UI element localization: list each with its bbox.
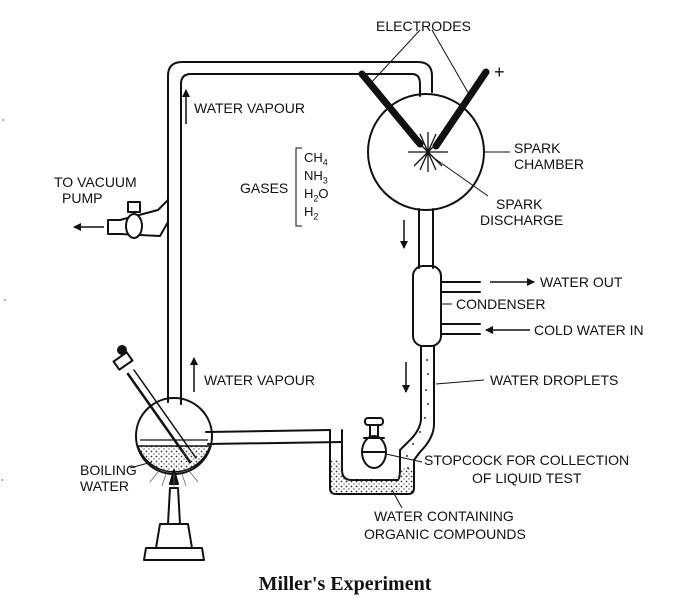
organic-label-line2: ORGANIC COMPOUNDS: [364, 526, 526, 542]
figure-caption: Miller's Experiment: [258, 573, 432, 595]
spark-chamber-label-line1: SPARK: [514, 140, 561, 156]
gas-nh3: NH3: [304, 168, 328, 186]
water-out-tube: [440, 281, 481, 293]
downflow-tube-left: [399, 345, 422, 469]
stopcock-label-line1: STOPCOCK FOR COLLECTION: [424, 452, 630, 468]
downflow-tube-right: [413, 345, 435, 489]
flask-to-trap-bottom: [207, 441, 343, 445]
plus-sign: +: [494, 62, 505, 82]
stopcock-pointer: [385, 453, 423, 463]
spark-discharge-label-line1: SPARK: [496, 196, 543, 212]
spark-burst: [408, 132, 448, 172]
electrodes-label: ELECTRODES: [376, 18, 471, 34]
electrode-left: [358, 70, 424, 148]
u-trap: [329, 429, 415, 495]
condenser-body: [412, 265, 442, 347]
spark-chamber-label-line2: CHAMBER: [514, 156, 585, 172]
gases-bracket: [295, 147, 302, 227]
water-droplets-dots: [406, 359, 429, 469]
water-out-label: WATER OUT: [540, 274, 623, 290]
boiling-pointer: [129, 461, 153, 469]
cold-water-in-tube: [440, 323, 481, 335]
electrode-right: [432, 68, 490, 150]
organic-label-line1: WATER CONTAINING: [374, 508, 514, 524]
gas-ch4: CH4: [304, 150, 328, 168]
burner: [167, 487, 181, 525]
condenser-label: CONDENSER: [456, 296, 546, 312]
water-vapour-bottom-label: WATER VAPOUR: [204, 372, 315, 388]
boiling-water: [136, 445, 212, 473]
flask-neck: [167, 399, 182, 405]
boiling-water-label-line1: BOILING: [80, 462, 137, 478]
trap-water: [331, 460, 413, 493]
electrodes-pointer-right: [431, 29, 471, 97]
stopcock-label-line2: OF LIQUID TEST: [472, 470, 582, 486]
to-vacuum-label-line1: TO VACUUM: [54, 174, 137, 190]
boiling-water-label-line2: WATER: [80, 478, 129, 494]
gas-h2: H2: [304, 204, 319, 222]
loop-tube-outer: [167, 61, 433, 403]
vacuum-stopcock: [125, 213, 143, 239]
water-droplets-label: WATER DROPLETS: [490, 372, 619, 388]
organic-pointer: [391, 489, 403, 509]
spark-discharge-pointer: [433, 157, 489, 197]
cold-water-in-label: COLD WATER IN: [534, 322, 644, 338]
water-vapour-top-label: WATER VAPOUR: [194, 100, 305, 116]
to-vacuum-label-line2: PUMP: [62, 190, 103, 206]
loop-tube-inner: [180, 73, 421, 405]
droplets-pointer: [435, 379, 485, 385]
flask-to-trap-top: [205, 429, 331, 433]
gas-h2o: H2O: [304, 186, 329, 204]
spark-discharge-label-line2: DISCHARGE: [480, 212, 564, 228]
electrodes-pointer-left: [369, 29, 421, 85]
gases-label: GASES: [240, 180, 289, 196]
